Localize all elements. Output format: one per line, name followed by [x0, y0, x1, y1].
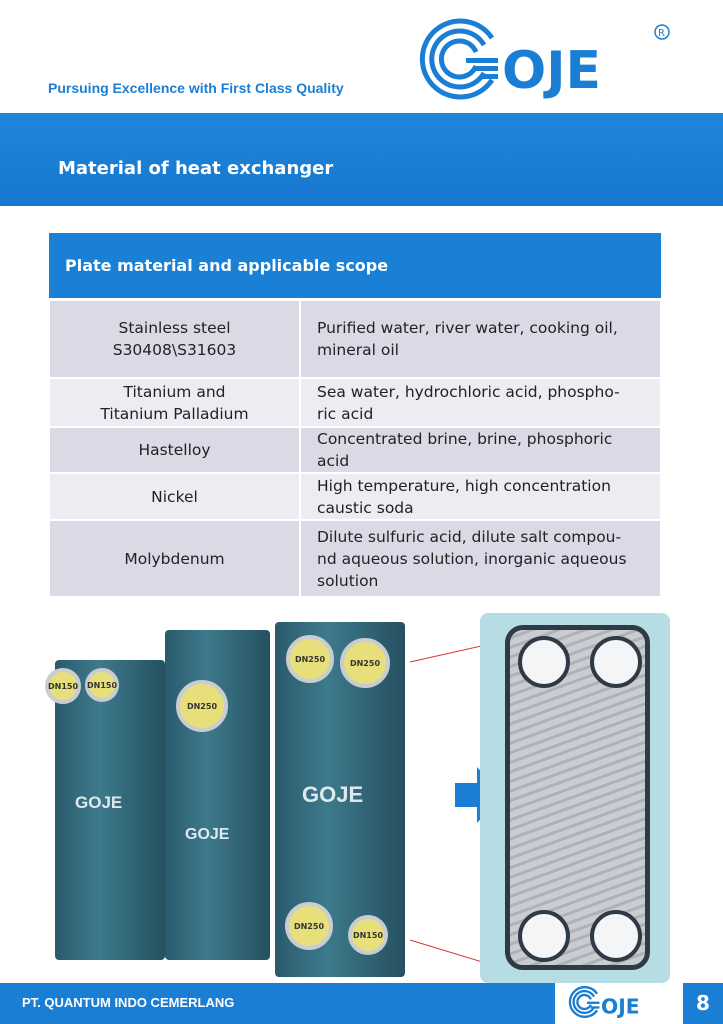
scope-text: Purified water, river water, cooking oil… — [317, 318, 618, 337]
scope-text: Concentrated brine, brine, phosphoric — [317, 430, 613, 448]
port: DN250 — [285, 902, 333, 950]
port: DN250 — [176, 680, 228, 732]
table-title: Plate material and applicable scope — [49, 233, 661, 301]
scope-text: High temperature, high concentration — [317, 476, 611, 495]
tagline: Pursuing Excellence with First Class Qua… — [48, 80, 344, 96]
material-name: Nickel — [151, 487, 198, 506]
table-row: Nickel High temperature, high concentrati… — [48, 472, 662, 521]
scope-text: solution — [317, 571, 379, 590]
port: DN150 — [348, 915, 388, 955]
material-name: Titanium Palladium — [100, 404, 249, 423]
material-name: Titanium and — [123, 382, 226, 401]
svg-text:R: R — [658, 28, 665, 39]
goje-logo: OJE R — [419, 18, 670, 100]
footer-goje-logo: OJE — [568, 986, 640, 1018]
port: DN150 — [85, 668, 119, 702]
arrow-right-icon — [455, 767, 503, 823]
scope-text: mineral oil — [317, 340, 399, 359]
footer-bar: PT. QUANTUM INDO CEMERLANG — [0, 983, 555, 1024]
table-row: Molybdenum Dilute sulfuric acid, dilute s… — [48, 519, 662, 598]
unit-logo: GOJE — [185, 826, 230, 843]
heat-exchanger-unit — [165, 630, 270, 960]
unit-logo: GOJE — [75, 793, 123, 812]
scope-text: Dilute sulfuric acid, dilute salt compou… — [317, 527, 622, 546]
scope-text: caustic soda — [317, 498, 414, 517]
material-table: Plate material and applicable scope Stai… — [48, 233, 662, 598]
material-name: S30408\S31603 — [112, 340, 237, 359]
material-name: Stainless steel — [118, 318, 231, 337]
table-row: Hastelloy Concentrated brine, brine, phos… — [48, 426, 662, 474]
page-number: 8 — [683, 983, 723, 1024]
scope-text: Sea water, hydrochloric acid, phospho- — [317, 382, 620, 401]
svg-text:OJE: OJE — [601, 994, 640, 1018]
material-name: Hastelloy — [138, 441, 211, 459]
material-name: Molybdenum — [124, 549, 225, 568]
scope-text: ric acid — [317, 404, 374, 423]
plate-detail — [505, 625, 650, 970]
scope-text: acid — [317, 452, 350, 470]
svg-text:OJE: OJE — [502, 41, 601, 100]
heat-exchanger-unit — [55, 660, 165, 960]
plate-port — [590, 636, 642, 688]
plate-port — [518, 910, 570, 962]
company-name: PT. QUANTUM INDO CEMERLANG — [22, 995, 235, 1010]
plate-port — [518, 636, 570, 688]
section-band: Material of heat exchanger — [0, 113, 723, 206]
port: DN250 — [286, 635, 334, 683]
section-title: Material of heat exchanger — [58, 158, 334, 179]
port: DN150 — [45, 668, 81, 704]
unit-logo: GOJE — [302, 782, 364, 807]
scope-text: nd aqueous solution, inorganic aqueous — [317, 549, 627, 568]
plate-port — [590, 910, 642, 962]
port: DN250 — [340, 638, 390, 688]
